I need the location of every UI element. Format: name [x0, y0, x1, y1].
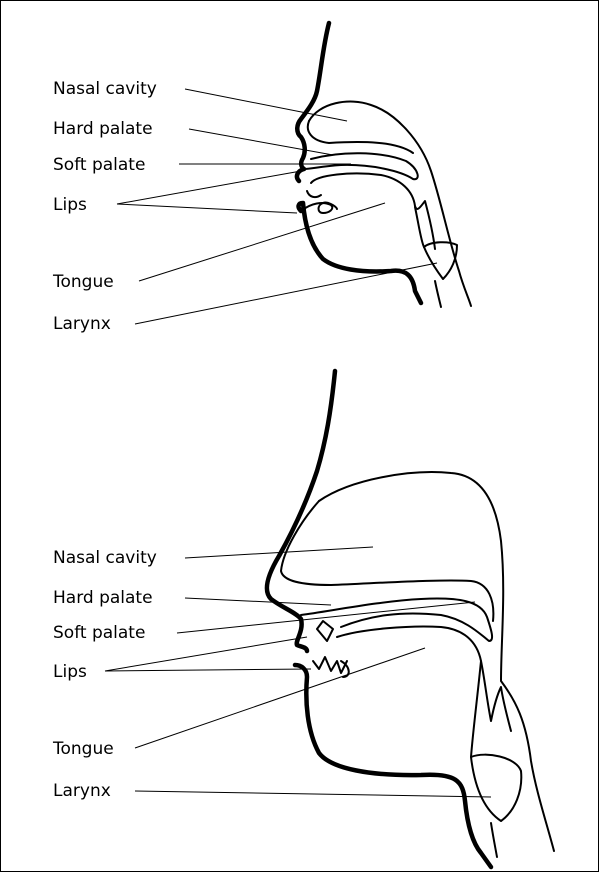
face-profile-top [297, 23, 421, 303]
tongue-bottom [337, 626, 511, 731]
leader-lips-bottom-2 [105, 669, 311, 671]
diagram-adult: Nasal cavity Hard palate Soft palate Lip… [52, 371, 554, 867]
leader-lips-top-2 [117, 204, 297, 213]
label-hard-palate-bottom: Hard palate [53, 588, 153, 608]
leader-larynx-bottom [135, 791, 491, 797]
label-nasal-cavity-bottom: Nasal cavity [53, 548, 157, 568]
label-larynx-bottom: Larynx [53, 781, 111, 801]
label-tongue-bottom: Tongue [52, 739, 114, 759]
leader-larynx-top [135, 263, 437, 324]
larynx-bottom [471, 755, 521, 821]
lips-bottom [317, 621, 333, 641]
label-tongue-top: Tongue [52, 272, 114, 292]
leader-tongue-bottom [135, 648, 425, 748]
leader-nasal-cavity-top [185, 89, 347, 121]
leader-soft-palate-bottom [177, 602, 475, 633]
palate-top [305, 153, 418, 179]
label-soft-palate-top: Soft palate [53, 155, 145, 175]
label-larynx-top: Larynx [53, 314, 111, 334]
label-lips-top: Lips [53, 195, 87, 215]
label-nasal-cavity-top: Nasal cavity [53, 79, 157, 99]
label-soft-palate-bottom: Soft palate [53, 623, 145, 643]
lips-top [301, 203, 337, 213]
label-hard-palate-top: Hard palate [53, 119, 153, 139]
leader-hard-palate-top [189, 129, 333, 155]
label-lips-bottom: Lips [53, 662, 87, 682]
leader-hard-palate-bottom [185, 598, 331, 605]
diagram-child: Nasal cavity Hard palate Soft palate Lip… [52, 23, 471, 334]
leader-lips-top-1 [117, 171, 301, 204]
